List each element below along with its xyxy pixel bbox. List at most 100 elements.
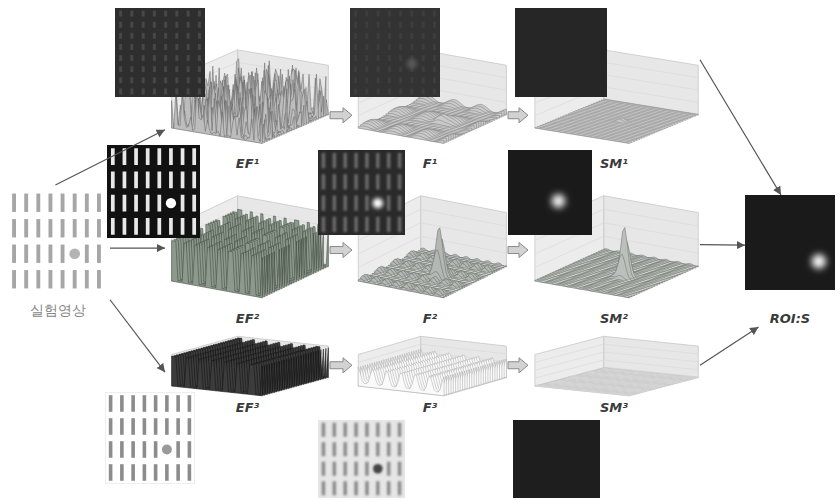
bar — [143, 464, 147, 481]
panel-label: F¹ — [420, 155, 441, 172]
grid-mark — [377, 33, 380, 39]
block-arrow — [330, 108, 352, 123]
grid-mark — [142, 22, 145, 28]
panel-label: ROI:S — [767, 310, 813, 327]
bar — [322, 442, 325, 456]
surface-row — [543, 124, 638, 140]
bar — [176, 395, 180, 412]
surface-row — [535, 385, 630, 395]
bar — [354, 462, 357, 476]
bar — [188, 395, 192, 412]
bar — [176, 441, 180, 458]
bar — [333, 481, 336, 495]
bar — [169, 172, 173, 189]
bar — [322, 462, 325, 476]
target-dot — [407, 59, 417, 69]
bar — [154, 395, 158, 412]
bar — [24, 270, 28, 288]
bar — [376, 217, 379, 232]
grid-mark — [354, 77, 357, 83]
grid-mark — [164, 44, 167, 50]
grid-mark — [198, 22, 201, 28]
bar — [188, 418, 192, 435]
bar — [354, 442, 357, 456]
image-ground — [107, 145, 200, 238]
panel-label: SM³ — [597, 399, 631, 416]
grid-mark — [198, 11, 201, 17]
grid-mark — [175, 33, 178, 39]
grid-mark — [354, 33, 357, 39]
grid-mark — [130, 55, 133, 61]
grid-mark — [119, 77, 122, 83]
panel-label: EF³ — [233, 399, 262, 416]
grid-mark — [377, 77, 380, 83]
grid-mark — [130, 88, 133, 94]
bar — [365, 217, 368, 232]
ef2-image — [107, 145, 200, 238]
bar — [48, 270, 52, 288]
surface-row — [361, 276, 447, 297]
bar — [61, 219, 65, 237]
grid-mark — [388, 55, 391, 61]
surface-row — [358, 279, 444, 298]
bar — [376, 442, 379, 456]
grid-mark — [187, 33, 190, 39]
flow-arrow — [110, 247, 165, 248]
input-image — [8, 190, 105, 292]
grid-mark — [187, 55, 190, 61]
bar — [97, 270, 101, 288]
bar — [131, 418, 135, 435]
bar — [333, 195, 336, 210]
grid-mark — [153, 66, 156, 72]
bar — [169, 218, 173, 235]
bar — [322, 423, 325, 437]
bar — [85, 270, 89, 288]
image-ground — [105, 392, 195, 484]
grid-mark — [388, 44, 391, 50]
target-dot — [166, 198, 176, 208]
bar — [154, 441, 158, 458]
bar — [61, 270, 65, 288]
sm2-image — [508, 150, 592, 235]
bar — [61, 194, 65, 212]
flow-arrow — [700, 327, 759, 365]
grid-mark — [142, 55, 145, 61]
sm1-image — [515, 8, 607, 97]
grid-mark — [164, 22, 167, 28]
surface-row — [172, 356, 263, 396]
bar — [12, 219, 16, 237]
surface-row — [543, 384, 638, 394]
bar — [333, 153, 336, 168]
bar — [157, 172, 161, 189]
bar — [387, 153, 390, 168]
plot-panel: F¹ — [352, 40, 508, 172]
panel-label: SM¹ — [597, 155, 631, 172]
bar — [354, 174, 357, 189]
bar — [354, 153, 357, 168]
bar — [169, 148, 173, 165]
grid-mark — [175, 88, 178, 94]
grid-mark — [119, 55, 122, 61]
result-image-node: ROI:S — [745, 195, 835, 327]
bar — [109, 395, 113, 412]
grid-mark — [422, 66, 425, 72]
grid-mark — [198, 77, 201, 83]
bar — [343, 442, 346, 456]
bar — [146, 218, 150, 235]
grid-mark — [433, 22, 436, 28]
surface-row — [540, 384, 635, 394]
surface-row — [543, 276, 638, 294]
surface-row — [535, 280, 630, 298]
grid-mark — [175, 44, 178, 50]
bar — [12, 270, 16, 288]
plot-panel: F² — [352, 185, 508, 327]
bar — [123, 218, 127, 235]
grid-mark — [354, 55, 357, 61]
bar — [192, 195, 196, 212]
grid-mark — [164, 77, 167, 83]
bar — [322, 153, 325, 168]
grid-mark — [153, 22, 156, 28]
surface-row — [537, 279, 632, 297]
bar — [181, 195, 185, 212]
grid-mark — [142, 66, 145, 72]
